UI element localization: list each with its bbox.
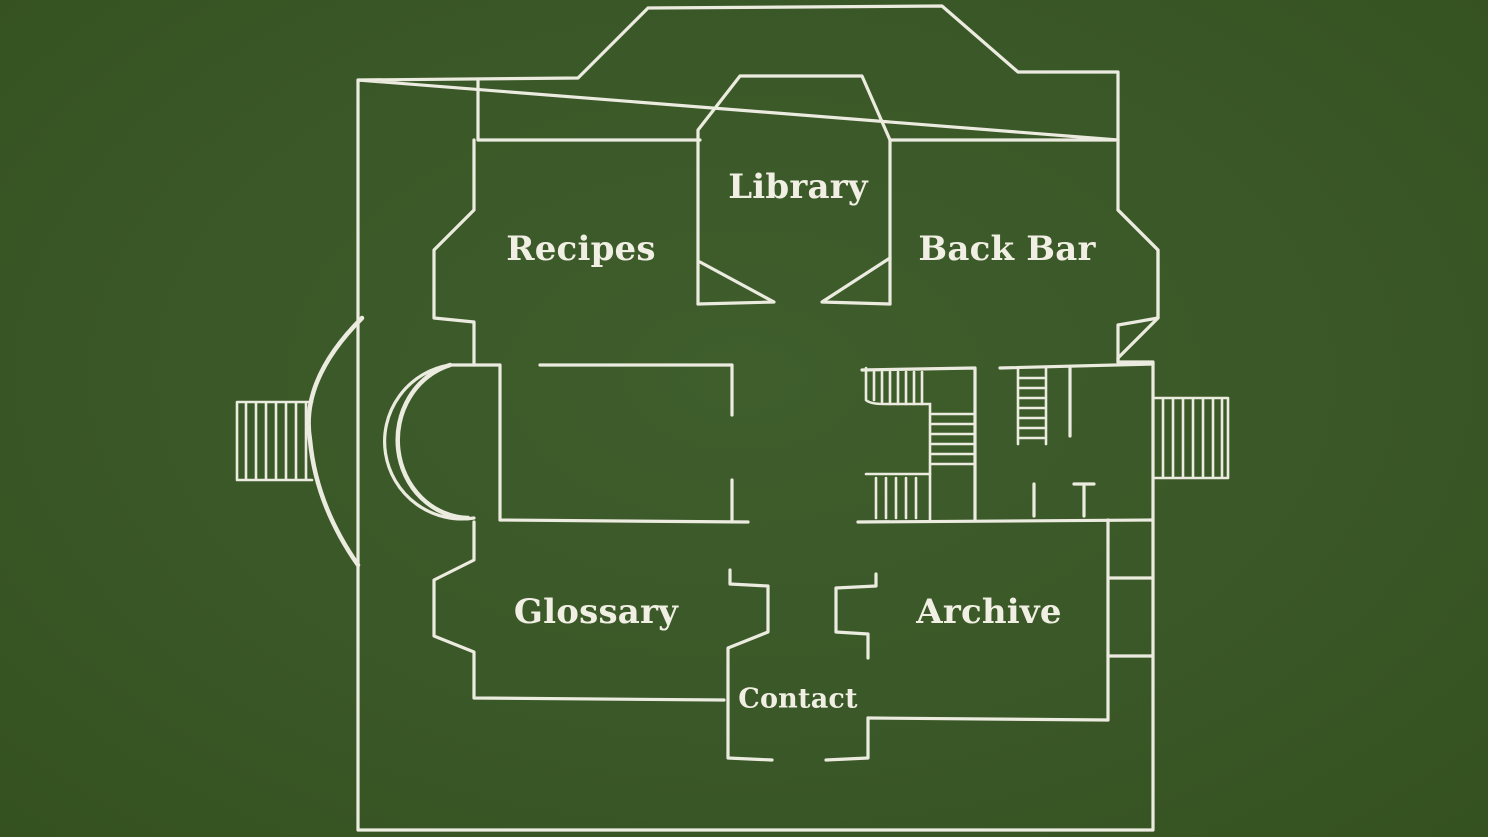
library-walls — [696, 74, 892, 306]
glossary-door — [726, 568, 774, 762]
nav-glossary-link[interactable]: Glossary — [513, 592, 679, 632]
right-stairs — [1151, 396, 1230, 480]
nav-recipes-link[interactable]: Recipes — [506, 229, 656, 269]
contact-vestibule — [824, 716, 870, 762]
hall-top-left-wall — [472, 363, 750, 524]
archive-side-bays — [1106, 576, 1155, 658]
nav-archive-link[interactable]: Archive — [916, 592, 1062, 632]
left-stairs — [235, 400, 314, 482]
left-porch-arc — [306, 315, 365, 568]
glossary-walls — [432, 520, 726, 702]
apse-arc — [382, 363, 476, 521]
service-stair — [1016, 366, 1096, 518]
back-bar-wall — [1116, 208, 1160, 364]
interior-staircase — [864, 366, 976, 522]
recipes-wall — [432, 138, 476, 367]
nav-library-link[interactable]: Library — [728, 167, 868, 207]
hall-right-wall — [856, 362, 1155, 524]
library-right-door — [820, 256, 892, 306]
library-left-door — [696, 260, 776, 306]
archive-walls — [834, 518, 1110, 722]
nav-contact-link[interactable]: Contact — [738, 683, 858, 715]
apse-inner-arc — [395, 362, 471, 521]
nav-back-bar-link[interactable]: Back Bar — [918, 229, 1096, 269]
hall-top-mid-wall — [538, 363, 734, 524]
top-band-wall — [476, 78, 1120, 142]
